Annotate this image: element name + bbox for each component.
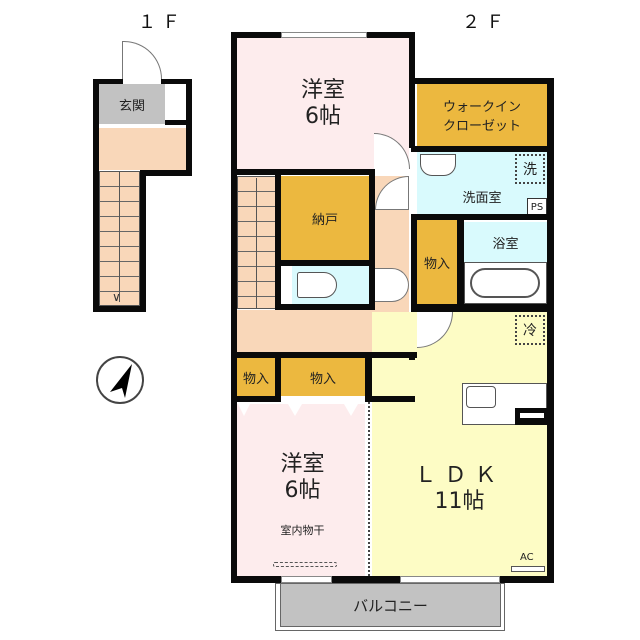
aircon-icon (511, 566, 545, 572)
window (281, 32, 367, 38)
aircon-label: AC (520, 552, 534, 563)
wall (411, 146, 554, 152)
closet-door-icon (344, 404, 358, 416)
room-label: 物入 (423, 256, 450, 272)
room-size: 6帖 (284, 478, 321, 503)
closet-door-icon (238, 404, 250, 416)
room-label: 洗面室 (462, 191, 502, 206)
wall (165, 120, 191, 125)
room-bathroom: 浴室 (464, 222, 547, 262)
wall (409, 32, 415, 142)
floor-label-1f: １Ｆ (138, 12, 186, 33)
indoor-drying-label: 室内物干 (280, 524, 325, 537)
washer-icon: 洗 (523, 162, 537, 178)
wall (411, 214, 554, 220)
wall (231, 32, 281, 38)
wall (231, 396, 281, 402)
step-edge (99, 124, 165, 128)
room-size: 11帖 (434, 489, 485, 514)
wall (231, 576, 281, 583)
wall (365, 396, 415, 402)
wall (140, 170, 192, 176)
wall (231, 32, 237, 583)
fridge-icon: 冷 (523, 323, 537, 339)
room-label: 玄関 (118, 98, 145, 114)
washer-space: 洗 (515, 154, 545, 184)
room-walk-in-closet: ウォークイン クローゼット (417, 84, 547, 146)
hall-1f (99, 128, 186, 170)
wall (281, 260, 375, 266)
stair-arrow-line (256, 178, 257, 308)
room-label: 納戸 (311, 212, 338, 228)
wall (409, 142, 415, 148)
wall (281, 304, 375, 310)
entrance-door-icon (122, 41, 162, 79)
room-label: ＬＤＫ (414, 463, 505, 488)
room-balcony: バルコニー (280, 583, 501, 627)
wall (140, 170, 146, 312)
compass (96, 356, 144, 404)
wall (275, 169, 281, 310)
sink-icon (466, 386, 496, 408)
room-closet-east: 物入 (417, 220, 457, 304)
fridge-space: 冷 (515, 315, 545, 345)
room-closet-2: 物入 (281, 358, 365, 396)
room-western-south: 洋室 6帖 室内物干 (237, 404, 368, 576)
room-label: 洋室 (280, 452, 325, 477)
stair-arrow-line (119, 172, 120, 302)
wall (547, 78, 554, 583)
wall (500, 576, 554, 583)
wall (409, 352, 415, 360)
room-storeroom: 納戸 (281, 176, 369, 260)
wall-opening (520, 413, 544, 418)
stair-arrow-down-icon: ∨ (112, 290, 121, 304)
window (281, 576, 332, 583)
room-label: 物入 (242, 371, 269, 387)
wall (367, 32, 415, 38)
wall (365, 352, 372, 402)
closet-door-icon (288, 404, 302, 416)
room-label: 洋室 (300, 77, 345, 103)
wall (411, 304, 554, 312)
wall (275, 352, 281, 402)
drying-rod-icon (273, 562, 337, 567)
wall (457, 214, 464, 312)
room-label-line2: クローゼット (442, 119, 521, 134)
room-entrance: 玄関 (99, 84, 165, 124)
north-arrow-icon (110, 364, 132, 398)
wall (93, 306, 146, 312)
floor-label-2f: ２Ｆ (462, 12, 510, 33)
bathtub-icon (470, 268, 540, 298)
door-swing-icon (375, 268, 409, 302)
room-label: 物入 (309, 371, 336, 387)
washbasin-icon (420, 154, 456, 176)
wall (186, 79, 192, 175)
staircase-2f (237, 176, 277, 309)
wall (231, 352, 417, 358)
room-label: バルコニー (353, 596, 428, 615)
wall (409, 78, 554, 84)
wall (161, 79, 191, 84)
wall (332, 576, 400, 583)
wall (93, 79, 123, 84)
wall (369, 169, 375, 309)
room-size: 6帖 (305, 103, 341, 129)
pipe-space-label: PS (530, 201, 544, 213)
partition (365, 402, 370, 576)
room-label-line1: ウォークイン (442, 100, 521, 115)
room-closet-1: 物入 (237, 358, 275, 396)
wall (93, 79, 99, 312)
wall (411, 214, 417, 312)
wall (231, 169, 375, 175)
shoe-cabinet (165, 84, 186, 124)
window (400, 576, 500, 583)
room-label: 浴室 (492, 236, 519, 252)
toilet-icon (297, 272, 337, 298)
